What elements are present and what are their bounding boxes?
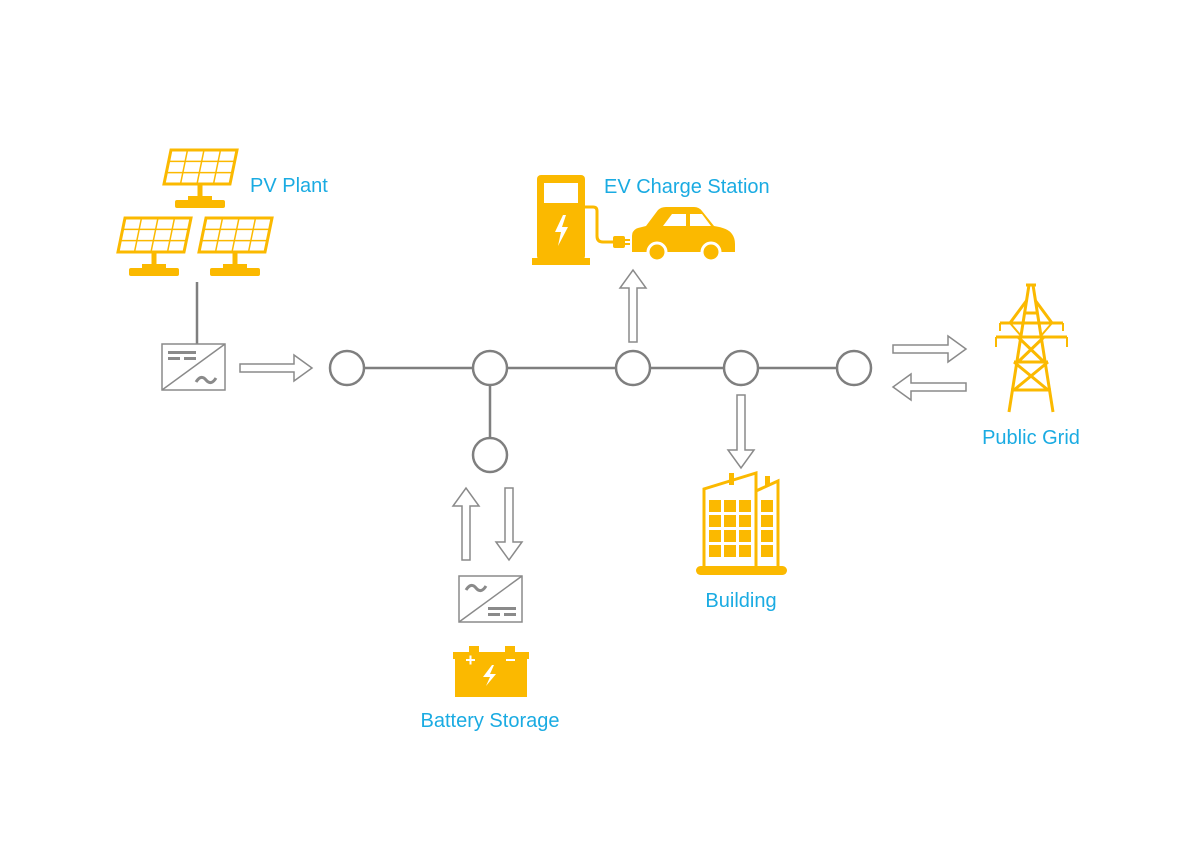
bus-node — [614, 349, 652, 387]
power-tower-icon — [995, 283, 1068, 413]
window-icon — [724, 515, 736, 527]
arrow-down-icon — [726, 394, 756, 470]
window-icon — [739, 530, 751, 542]
arrow-down-icon — [494, 487, 524, 562]
public-grid-label: Public Grid — [982, 427, 1080, 449]
battery-node — [471, 436, 509, 474]
bus-node — [328, 349, 366, 387]
arrow-up-icon — [618, 268, 648, 343]
window-icon — [739, 515, 751, 527]
battery-inverter-icon — [458, 575, 523, 623]
car-icon — [632, 207, 735, 263]
battery-icon — [453, 646, 529, 697]
window-icon — [709, 545, 721, 557]
bus-node — [835, 349, 873, 387]
window-icon — [761, 500, 773, 512]
window-icon — [724, 545, 736, 557]
bus-node — [471, 349, 509, 387]
window-icon — [709, 530, 721, 542]
arrow-left-icon — [891, 372, 967, 402]
ev-charge-station-label: EV Charge Station — [604, 176, 770, 198]
window-icon — [761, 515, 773, 527]
solar-panel-icon — [197, 216, 274, 276]
window-icon — [761, 530, 773, 542]
window-icon — [761, 545, 773, 557]
window-icon — [739, 500, 751, 512]
building-icon — [696, 470, 787, 575]
ev-charger-icon — [532, 175, 630, 265]
window-icon — [709, 500, 721, 512]
arrow-right-icon — [239, 353, 314, 383]
window-icon — [739, 545, 751, 557]
arrow-up-icon — [451, 486, 481, 561]
window-icon — [724, 530, 736, 542]
solar-panel-icon — [162, 148, 239, 208]
arrow-right-icon — [892, 334, 968, 364]
battery-storage-label: Battery Storage — [420, 710, 560, 732]
window-icon — [724, 500, 736, 512]
building-label: Building — [705, 590, 777, 612]
window-icon — [709, 515, 721, 527]
pv-plant-label: PV Plant — [250, 175, 328, 197]
bus-node — [722, 349, 760, 387]
solar-panel-icon — [116, 216, 193, 276]
pv-inverter-icon — [161, 343, 226, 391]
